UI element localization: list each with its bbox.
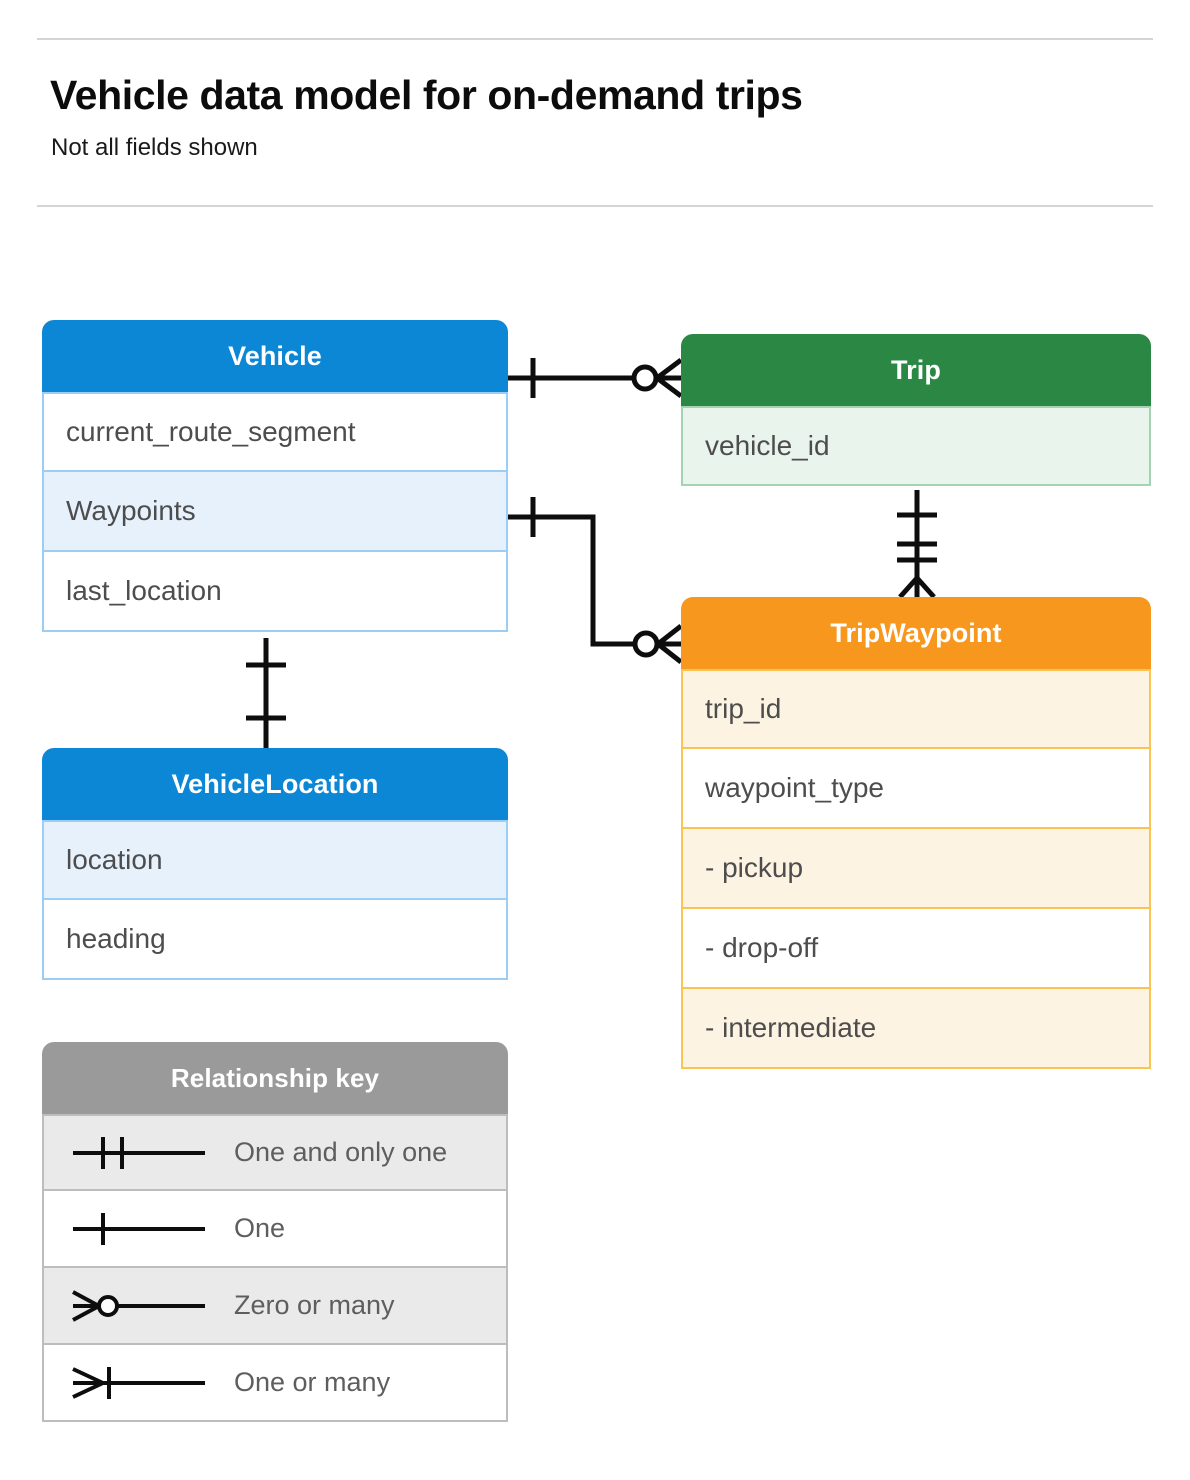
one-or-many-icon <box>44 1360 234 1406</box>
one-icon <box>44 1206 234 1252</box>
field-row: current_route_segment <box>42 392 508 472</box>
legend-title: Relationship key <box>42 1042 508 1114</box>
entity-tripwaypoint[interactable]: TripWaypoint trip_id waypoint_type - pic… <box>681 597 1151 1069</box>
legend-item: Zero or many <box>42 1268 508 1345</box>
entity-tripwaypoint-title: TripWaypoint <box>681 597 1151 669</box>
legend-item-label: Zero or many <box>234 1290 395 1320</box>
field-row: location <box>42 820 508 900</box>
legend-item-label: One <box>234 1213 286 1243</box>
top-divider <box>37 38 1153 40</box>
connector-trip-tripwaypoint <box>897 490 937 599</box>
legend-item: One and only one <box>42 1114 508 1191</box>
entity-vehiclelocation-title: VehicleLocation <box>42 748 508 820</box>
legend-item: One or many <box>42 1345 508 1422</box>
field-row: Waypoints <box>42 472 508 552</box>
relationship-key-legend: Relationship key One and only one One <box>42 1042 508 1422</box>
legend-item-label: One and only one <box>234 1137 448 1167</box>
page-title: Vehicle data model for on-demand trips <box>50 72 803 118</box>
field-row: last_location <box>42 552 508 632</box>
legend-item: One <box>42 1191 508 1268</box>
field-row: waypoint_type <box>681 749 1151 829</box>
entity-vehicle[interactable]: Vehicle current_route_segment Waypoints … <box>42 320 508 632</box>
page-subtitle: Not all fields shown <box>51 134 258 161</box>
connector-waypoints-tripwaypoint <box>508 497 683 664</box>
field-row: - pickup <box>681 829 1151 909</box>
connector-vehicle-vehiclelocation <box>246 638 286 748</box>
entity-vehiclelocation[interactable]: VehicleLocation location heading <box>42 748 508 980</box>
entity-vehicle-title: Vehicle <box>42 320 508 392</box>
legend-item-label: One or many <box>234 1367 391 1397</box>
one-and-only-one-icon <box>44 1130 234 1176</box>
connector-vehicle-trip <box>508 358 683 398</box>
entity-trip[interactable]: Trip vehicle_id <box>681 334 1151 486</box>
entity-trip-title: Trip <box>681 334 1151 406</box>
field-row: trip_id <box>681 669 1151 749</box>
field-row: - drop-off <box>681 909 1151 989</box>
field-row: vehicle_id <box>681 406 1151 486</box>
bottom-divider <box>37 205 1153 207</box>
field-row: - intermediate <box>681 989 1151 1069</box>
zero-or-many-icon <box>44 1283 234 1329</box>
field-row: heading <box>42 900 508 980</box>
